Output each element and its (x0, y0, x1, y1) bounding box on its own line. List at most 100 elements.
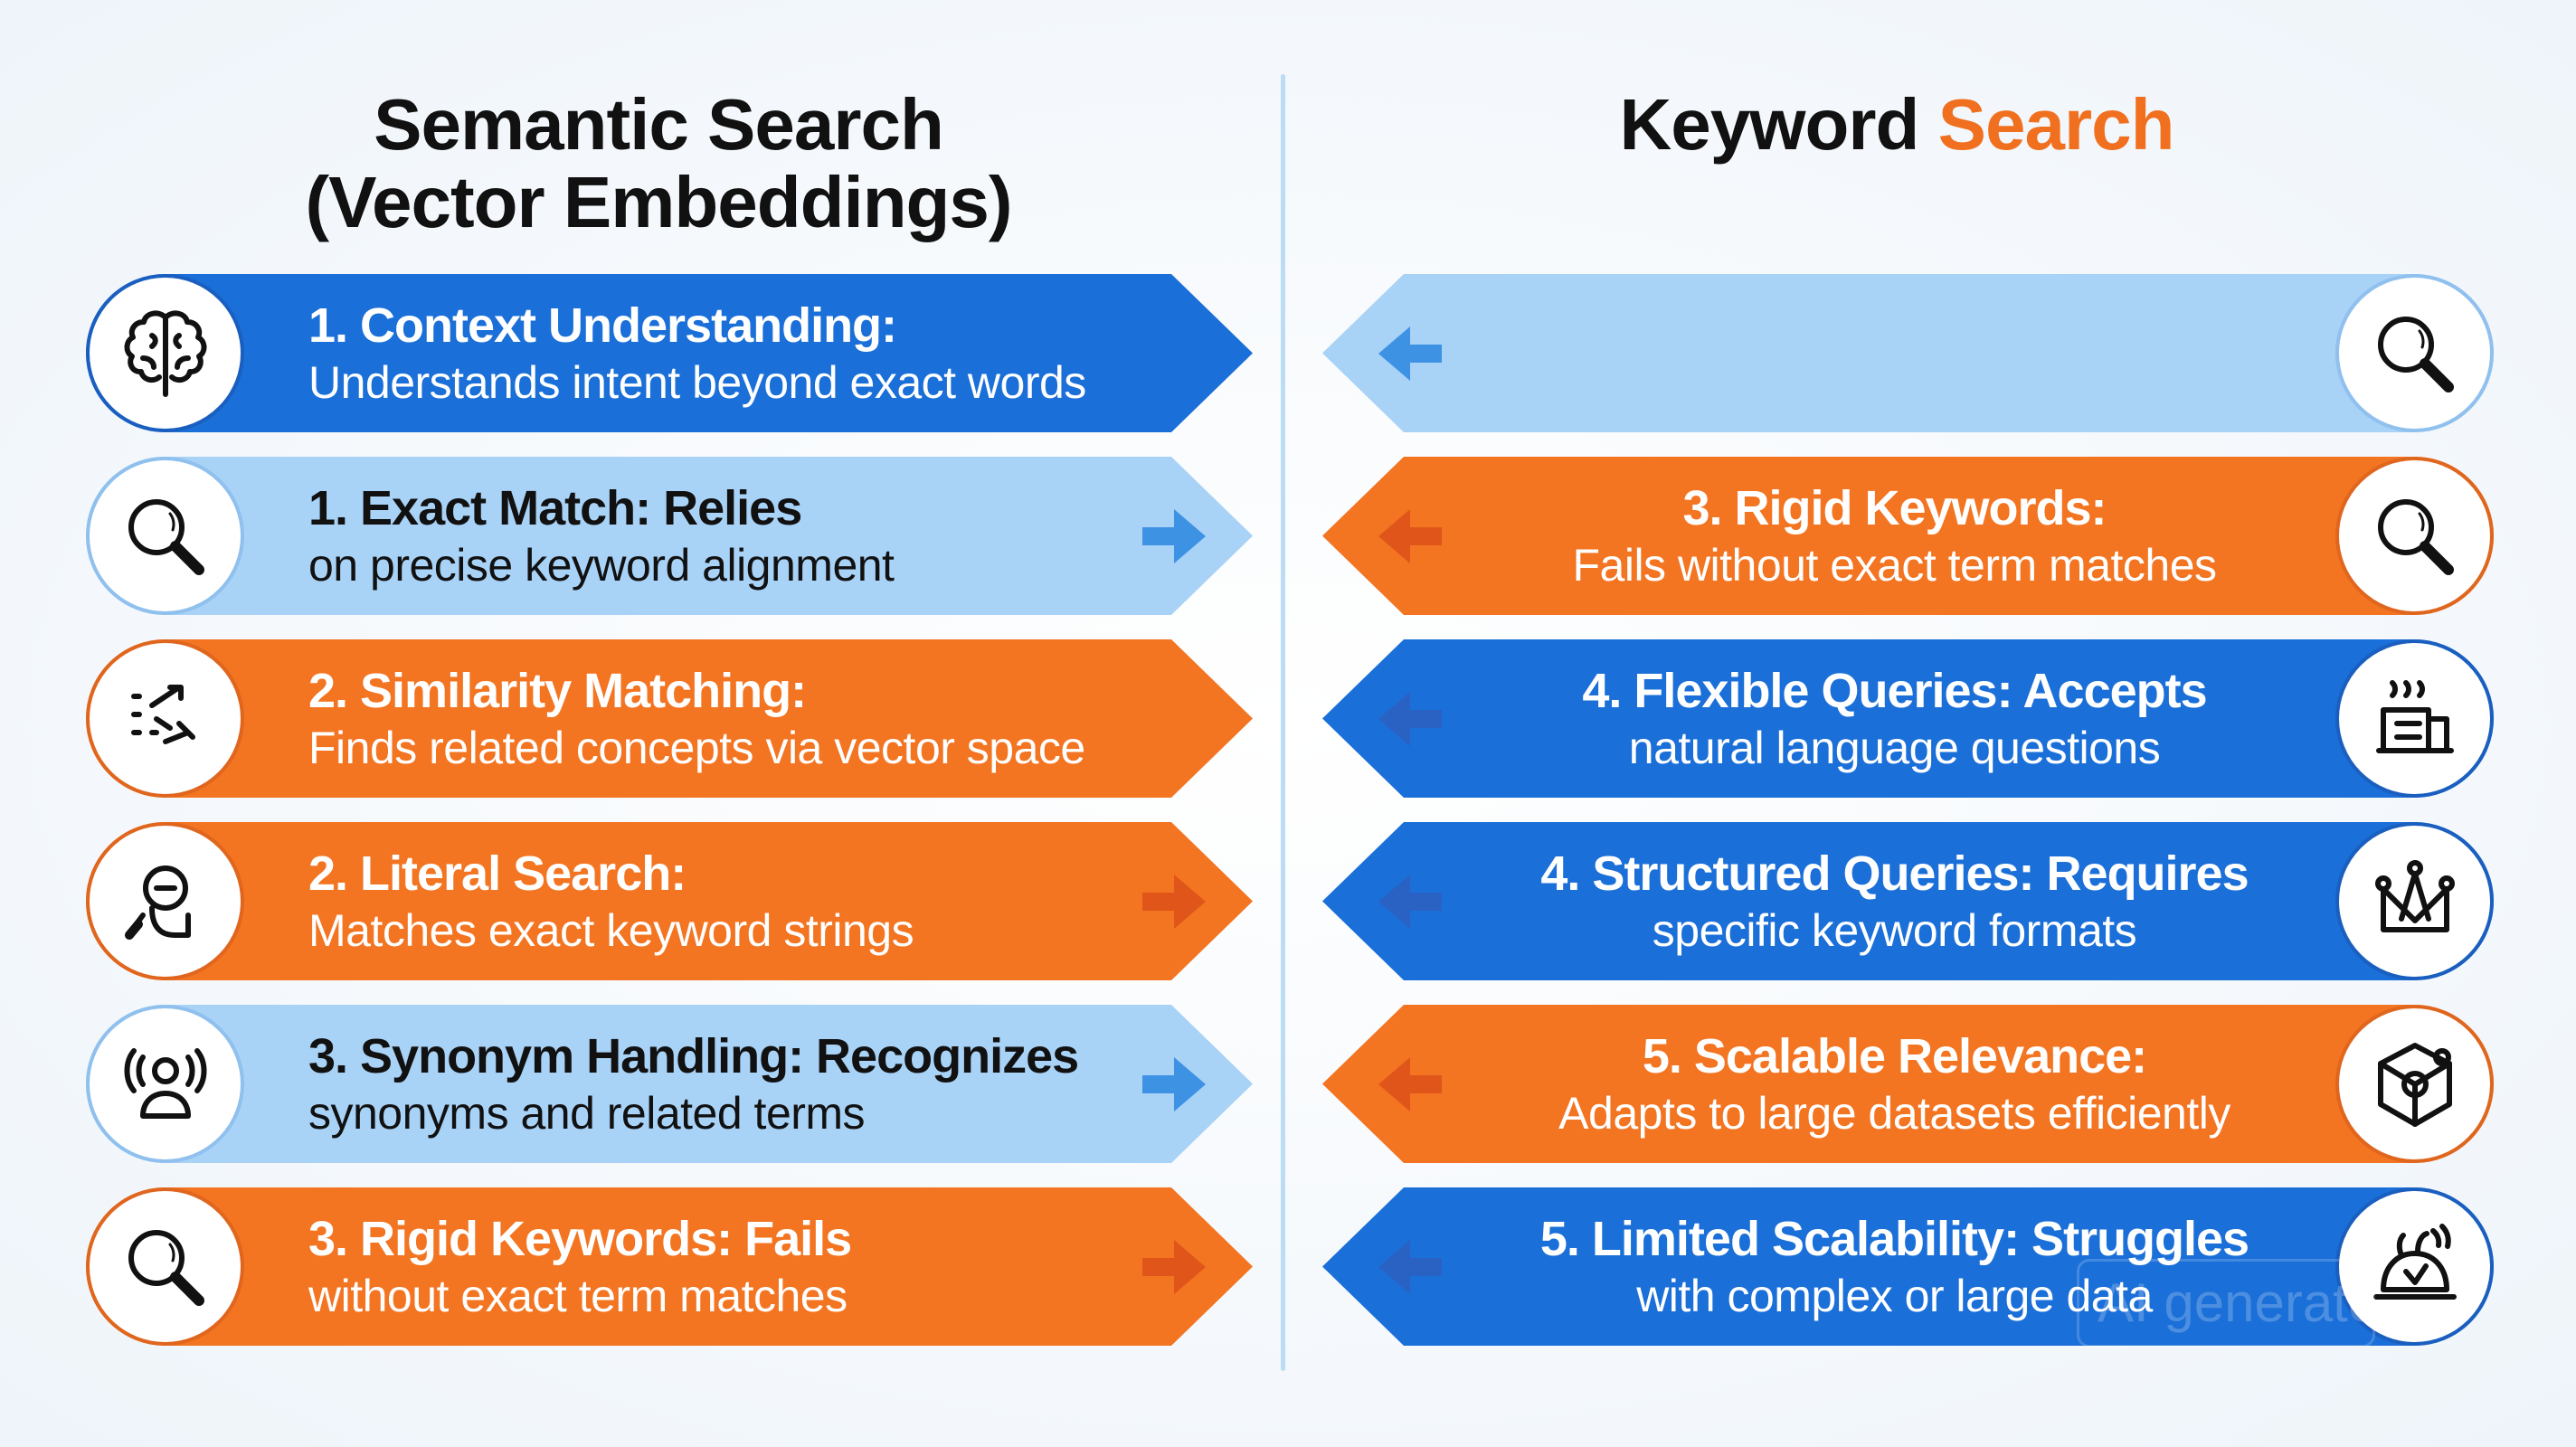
icon-circle (86, 274, 244, 432)
icon-circle (2335, 1005, 2494, 1163)
keyword-row-3: 4. Flexible Queries: Accepts natural lan… (1322, 639, 2494, 798)
row-heading: 3. Rigid Keywords: (1682, 480, 2107, 535)
row-heading: 3. Rigid Keywords: Fails (308, 1211, 852, 1266)
semantic-row-1: 1. Context Understanding: Understands in… (86, 274, 1253, 432)
row-banner (86, 274, 1253, 432)
cube-network-icon (2377, 1042, 2452, 1127)
row-description: Understands intent beyond exact words (308, 356, 1086, 408)
semantic-row-3: 2. Similarity Matching: Finds related co… (86, 639, 1253, 798)
watermark: AI generated (2077, 1259, 2375, 1348)
row-banner (1322, 822, 2494, 980)
icon-circle (2335, 1187, 2494, 1346)
row-banner (1322, 639, 2494, 798)
semantic-row-2: 1. Exact Match: Relies on precise keywor… (86, 457, 1253, 615)
keyword-row-5: 5. Scalable Relevance: Adapts to large d… (1322, 1005, 2494, 1163)
row-heading: 1. Context Understanding: (308, 298, 897, 353)
row-banner (86, 457, 1253, 615)
arrow-right-icon (1142, 875, 1206, 929)
semantic-search-title: Semantic Search (Vector Embeddings) (206, 86, 1111, 241)
row-text: 2. Similarity Matching: Finds related co… (308, 639, 1099, 798)
row-banner (86, 639, 1253, 798)
row-text: 2. Literal Search: Matches exact keyword… (308, 822, 1099, 980)
row-text: 5. Scalable Relevance: Adapts to large d… (1467, 1005, 2322, 1163)
row-text: 4. Flexible Queries: Accepts natural lan… (1467, 639, 2322, 798)
row-banner (1322, 457, 2494, 615)
title-word1: Keyword (1619, 84, 1920, 165)
icon-circle (86, 1187, 244, 1346)
row-text: 3. Rigid Keywords: Fails without exact t… (308, 1187, 1099, 1346)
magnifier-icon (2377, 498, 2454, 575)
icon-circle (86, 639, 244, 798)
keyword-row-4: 4. Structured Queries: Requires specific… (1322, 822, 2494, 980)
icon-circle (86, 457, 244, 615)
semantic-row-4: 2. Literal Search: Matches exact keyword… (86, 822, 1253, 980)
icon-circle (86, 822, 244, 980)
row-text: 1. Context Understanding: Understands in… (308, 274, 1099, 432)
arrow-right-icon (1142, 1240, 1206, 1294)
icon-circle (2335, 639, 2494, 798)
row-text: 5. Limited Scalability: Struggles with c… (1467, 1187, 2322, 1346)
row-text (1467, 274, 2322, 432)
row-text: 3. Synonym Handling: Recognizes synonyms… (308, 1005, 1099, 1163)
row-heading: 1. Exact Match: Relies (308, 480, 802, 535)
arrow-right-icon (1142, 1057, 1206, 1111)
scatter-arrows-icon (130, 684, 195, 744)
row-heading: 2. Literal Search: (308, 846, 687, 901)
icon-circle (2335, 457, 2494, 615)
semantic-row-5: 3. Synonym Handling: Recognizes synonyms… (86, 1005, 1253, 1163)
row-banner (1322, 274, 2494, 432)
network-graph-icon (2374, 859, 2455, 932)
semantic-row-6: 3. Rigid Keywords: Fails without exact t… (86, 1187, 1253, 1346)
brain-icon (124, 309, 206, 397)
row-heading: 5. Scalable Relevance: (1642, 1028, 2147, 1083)
arrow-left-icon (1378, 692, 1442, 746)
row-heading: 2. Similarity Matching: (308, 663, 807, 718)
magnifier-icon (2377, 316, 2454, 392)
magnifier-icon (128, 498, 204, 575)
row-heading: 4. Flexible Queries: Accepts (1582, 663, 2207, 718)
row-banner (1322, 1187, 2494, 1346)
row-banner (86, 1005, 1253, 1163)
row-description: without exact term matches (308, 1270, 848, 1321)
icon-circle (86, 1005, 244, 1163)
keyword-row-6: 5. Limited Scalability: Struggles with c… (1322, 1187, 2494, 1346)
keyword-row-2: 3. Rigid Keywords: Fails without exact t… (1322, 457, 2494, 615)
arrow-right-icon (1142, 509, 1206, 563)
row-text: 4. Structured Queries: Requires specific… (1467, 822, 2322, 980)
alarm-bell-icon (2372, 1223, 2457, 1300)
row-description: Adapts to large datasets efficiently (1558, 1087, 2230, 1139)
title-line2: (Vector Embeddings) (305, 162, 1012, 242)
row-text: 3. Rigid Keywords: Fails without exact t… (1467, 457, 2322, 615)
row-description: natural language questions (1628, 722, 2161, 773)
magnifier-icon (128, 1229, 204, 1306)
arrow-left-icon (1378, 875, 1442, 929)
arrow-left-icon (1378, 1057, 1442, 1111)
row-banner (86, 822, 1253, 980)
row-banner (1322, 1005, 2494, 1163)
arrow-left-icon (1378, 1240, 1442, 1294)
person-search-icon (124, 865, 191, 940)
icon-circle (2335, 274, 2494, 432)
arrow-left-icon (1378, 509, 1442, 563)
keyword-search-title: Keyword Search (1444, 86, 2349, 164)
row-description: Matches exact keyword strings (308, 904, 914, 956)
keyword-row-1 (1322, 274, 2494, 432)
row-description: synonyms and related terms (308, 1087, 866, 1139)
speaking-person-icon (124, 1047, 206, 1119)
title-line1: Semantic Search (374, 84, 944, 165)
row-description: Fails without exact term matches (1572, 539, 2217, 591)
row-description: specific keyword formats (1652, 904, 2137, 956)
row-heading: 3. Synonym Handling: Recognizes (308, 1028, 1079, 1083)
row-description: on precise keyword alignment (308, 539, 895, 591)
row-banner (86, 1187, 1253, 1346)
title-word2: Search (1937, 84, 2175, 165)
row-text: 1. Exact Match: Relies on precise keywor… (308, 457, 1099, 615)
icon-circle (2335, 822, 2494, 980)
desk-icon (2375, 679, 2454, 753)
row-description: with complex or large data (1636, 1270, 2153, 1321)
row-heading: 4. Structured Queries: Requires (1540, 846, 2249, 901)
column-divider (1281, 74, 1285, 1371)
row-heading: 5. Limited Scalability: Struggles (1539, 1211, 2249, 1266)
arrow-left-icon (1378, 326, 1442, 381)
row-description: Finds related concepts via vector space (308, 722, 1085, 773)
